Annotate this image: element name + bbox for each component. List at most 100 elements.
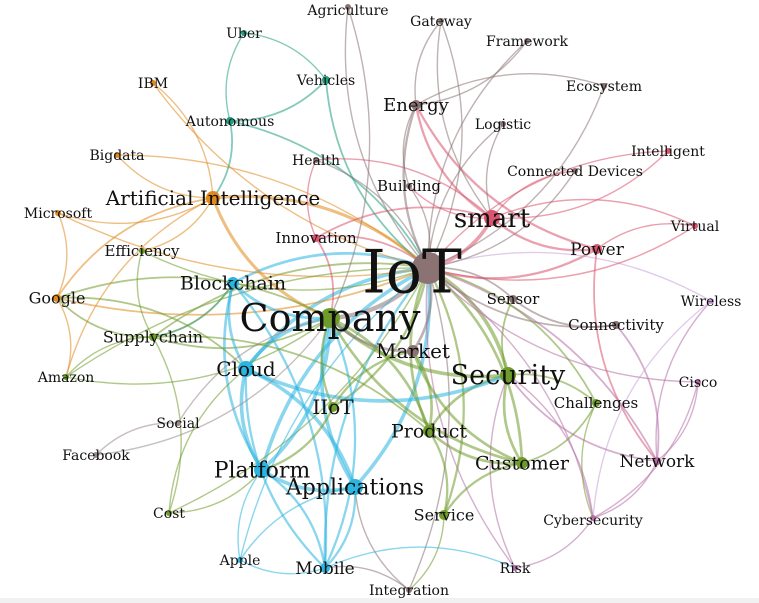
node-apple[interactable] bbox=[237, 557, 243, 563]
edge-customer-challenges bbox=[521, 402, 597, 464]
node-virtual[interactable] bbox=[692, 223, 698, 229]
edge-integration-applications bbox=[354, 486, 410, 591]
label-mobile: Mobile bbox=[295, 559, 354, 579]
label-customer: Customer bbox=[475, 452, 570, 474]
node-platform[interactable] bbox=[254, 462, 270, 478]
edge-iot-network bbox=[427, 267, 658, 462]
edge-cloud-applications bbox=[245, 367, 357, 488]
edge-mobile-apple bbox=[239, 559, 326, 575]
edge-energy-ecosystem bbox=[415, 73, 605, 106]
edge-iot-microsoft bbox=[57, 212, 429, 278]
node-security[interactable] bbox=[500, 367, 516, 383]
edge-ai-amazon bbox=[65, 197, 214, 378]
node-efficiency[interactable] bbox=[139, 248, 145, 254]
edge-smart-virtual bbox=[491, 198, 696, 227]
node-wireless[interactable] bbox=[708, 298, 714, 304]
edge-iot-vehicles bbox=[325, 79, 429, 269]
node-uber[interactable] bbox=[241, 30, 247, 36]
node-mobile[interactable] bbox=[320, 563, 330, 573]
node-ecosystem[interactable] bbox=[601, 83, 607, 89]
edge-efficiency-supplychain bbox=[136, 250, 154, 338]
node-blockchain[interactable] bbox=[227, 277, 239, 289]
edge-energy-gateway bbox=[414, 20, 442, 106]
edge-iot-cisco bbox=[427, 267, 699, 383]
edge-iot-google bbox=[56, 267, 429, 316]
node-iiot[interactable] bbox=[328, 402, 338, 412]
node-intelligent[interactable] bbox=[665, 148, 671, 154]
node-risk[interactable] bbox=[512, 565, 518, 571]
label-product: Product bbox=[391, 420, 467, 442]
node-product[interactable] bbox=[423, 425, 435, 437]
node-challenges[interactable] bbox=[592, 399, 600, 407]
node-cybersecurity[interactable] bbox=[590, 515, 596, 521]
node-cisco[interactable] bbox=[695, 379, 701, 385]
label-supplychain: Supplychain bbox=[103, 327, 203, 346]
edge-mobile-risk bbox=[324, 546, 516, 569]
node-integration[interactable] bbox=[406, 587, 412, 593]
node-ibm[interactable] bbox=[150, 80, 156, 86]
node-network[interactable] bbox=[653, 457, 661, 465]
node-sensor[interactable] bbox=[509, 295, 517, 303]
label-building: Building bbox=[377, 177, 441, 195]
node-vehicles[interactable] bbox=[322, 76, 330, 84]
node-customer[interactable] bbox=[516, 457, 528, 469]
label-amazon: Amazon bbox=[37, 370, 95, 386]
label-uber: Uber bbox=[226, 26, 262, 42]
node-google[interactable] bbox=[53, 294, 61, 302]
node-smart[interactable] bbox=[484, 210, 500, 226]
edge-customer-market bbox=[411, 350, 523, 465]
node-bigdata[interactable] bbox=[114, 152, 120, 158]
label-ibm: IBM bbox=[138, 76, 168, 92]
edge-ai-google bbox=[56, 197, 214, 299]
edge-smart-connected_devices bbox=[491, 170, 576, 219]
node-connected_devices[interactable] bbox=[572, 168, 578, 174]
node-gateway[interactable] bbox=[438, 18, 444, 24]
node-market[interactable] bbox=[407, 345, 419, 357]
edge-energy-building bbox=[402, 104, 417, 187]
edge-customer-service bbox=[443, 461, 523, 516]
node-amazon[interactable] bbox=[63, 374, 69, 380]
label-connectivity: Connectivity bbox=[568, 316, 664, 334]
label-microsoft: Microsoft bbox=[24, 206, 93, 222]
edge-social-facebook bbox=[95, 422, 179, 456]
node-building[interactable] bbox=[406, 183, 412, 189]
node-applications[interactable] bbox=[347, 479, 363, 495]
node-ai[interactable] bbox=[206, 191, 220, 205]
node-cost[interactable] bbox=[166, 510, 172, 516]
node-health[interactable] bbox=[313, 157, 319, 163]
node-connectivity[interactable] bbox=[612, 321, 620, 329]
label-blockchain: Blockchain bbox=[180, 272, 286, 294]
node-logistic[interactable] bbox=[500, 121, 506, 127]
node-energy[interactable] bbox=[411, 100, 421, 110]
node-iot[interactable] bbox=[412, 252, 444, 284]
node-company[interactable] bbox=[320, 308, 340, 328]
edge-health-innovation bbox=[306, 159, 317, 239]
label-energy: Energy bbox=[383, 95, 450, 116]
node-power[interactable] bbox=[592, 244, 602, 254]
label-ecosystem: Ecosystem bbox=[566, 79, 642, 95]
node-framework[interactable] bbox=[524, 38, 530, 44]
edge-challenges-cybersecurity bbox=[581, 402, 597, 519]
node-cloud[interactable] bbox=[238, 361, 254, 377]
edge-iot-health bbox=[315, 159, 429, 269]
edge-iot-apple bbox=[239, 267, 429, 561]
node-facebook[interactable] bbox=[93, 452, 99, 458]
node-service[interactable] bbox=[439, 510, 449, 520]
node-agriculture[interactable] bbox=[345, 4, 351, 10]
node-autonomous[interactable] bbox=[226, 117, 234, 125]
node-microsoft[interactable] bbox=[55, 210, 61, 216]
edge-ai-bigdata bbox=[116, 154, 214, 199]
edge-network-wireless bbox=[655, 300, 712, 462]
edge-iot-virtual bbox=[427, 225, 696, 281]
label-platform: Platform bbox=[214, 458, 311, 483]
node-social[interactable] bbox=[175, 420, 181, 426]
node-supplychain[interactable] bbox=[149, 333, 157, 341]
label-cloud: Cloud bbox=[216, 357, 276, 381]
edge-iot-integration bbox=[408, 267, 450, 591]
node-innovation[interactable] bbox=[312, 234, 320, 242]
edge-power-energy bbox=[414, 104, 598, 251]
edge-platform-apple bbox=[237, 469, 263, 561]
edge-iot-connected_devices bbox=[427, 170, 576, 269]
edge-iot-challenges bbox=[427, 267, 597, 404]
edge-autonomous-ai bbox=[212, 120, 233, 199]
